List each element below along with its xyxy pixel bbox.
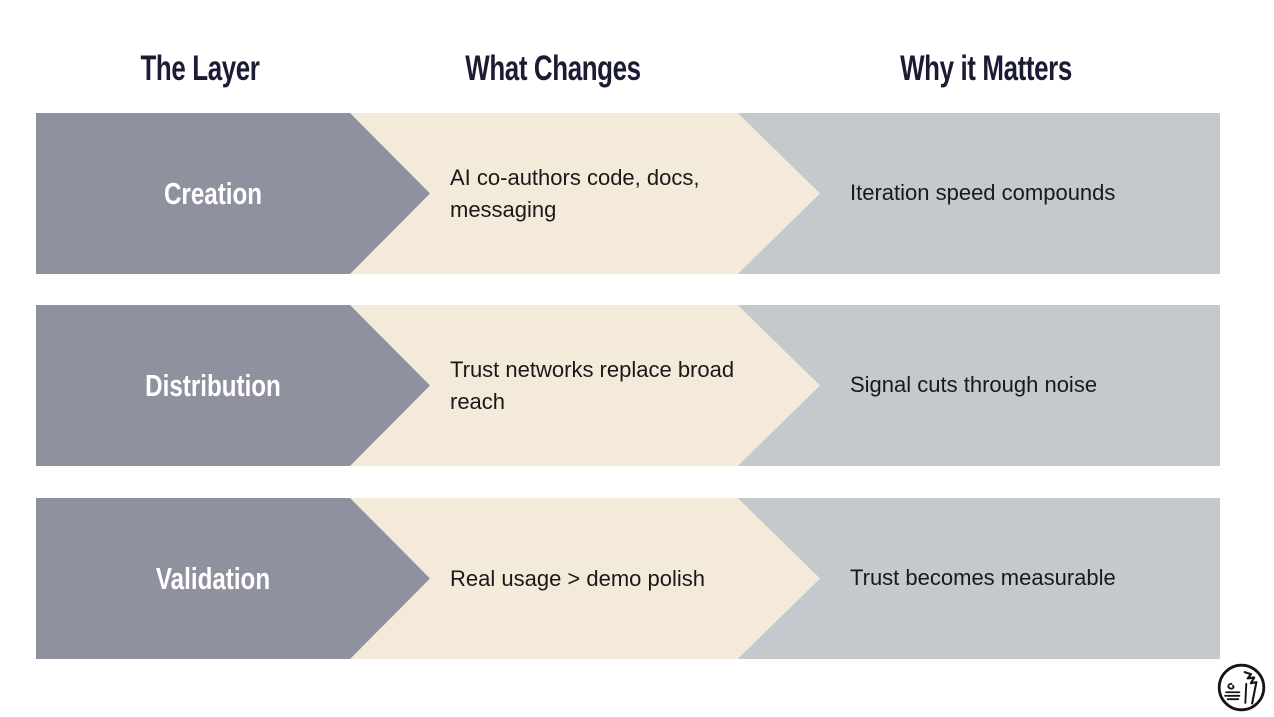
column-header-what-changes: What Changes: [465, 49, 641, 88]
column-header-layer: The Layer: [140, 49, 260, 88]
column-header-why-it-matters: Why it Matters: [900, 49, 1072, 88]
change-text: Trust networks replace broad reach: [450, 356, 735, 414]
table-row-creation: Creation AI co-authors code, docs, messa…: [0, 113, 1274, 274]
table-row-distribution: Distribution Trust networks replace broa…: [0, 305, 1274, 466]
layer-label: Creation: [163, 175, 263, 211]
why-text: Trust becomes measurable: [850, 565, 1116, 591]
change-text: AI co-authors code, docs, messaging: [450, 164, 700, 222]
layer-arrow-band: [36, 305, 430, 466]
why-text: Signal cuts through noise: [850, 372, 1098, 398]
why-text: Iteration speed compounds: [850, 180, 1116, 206]
table-row-validation: Validation Real usage > demo polish Trus…: [0, 498, 1274, 659]
brand-logo-icon: [1216, 662, 1267, 713]
layer-arrow-band: [36, 113, 430, 274]
layer-arrow-band: [36, 498, 430, 659]
layer-label: Distribution: [145, 367, 281, 403]
change-text: Real usage > demo polish: [450, 565, 705, 591]
layer-label: Validation: [155, 560, 271, 596]
